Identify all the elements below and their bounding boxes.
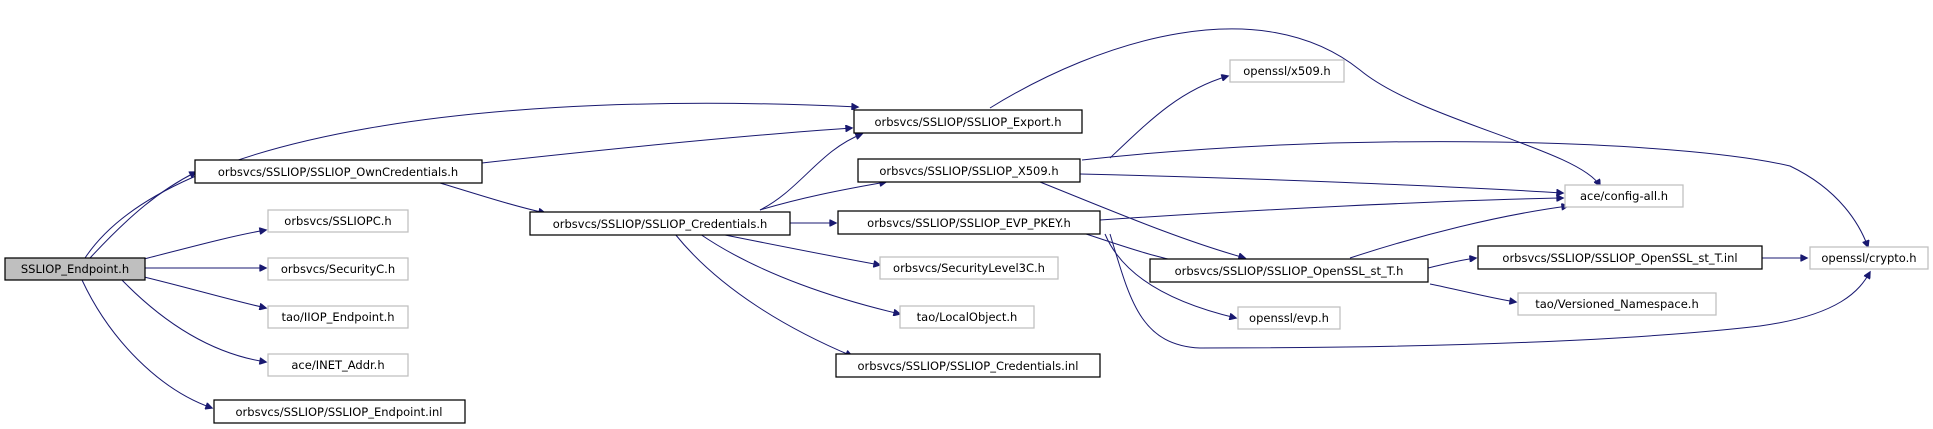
node-config-all-h[interactable]: ace/config-all.h [1564, 184, 1684, 208]
node-securitylevel3c-h[interactable]: orbsvcs/SecurityLevel3C.h [879, 256, 1059, 280]
node-ssliop-openssl-st-t-h[interactable]: orbsvcs/SSLIOP/SSLIOP_OpenSSL_st_T.h [1149, 258, 1429, 283]
edge [81, 279, 212, 408]
node-label: openssl/x509.h [1243, 64, 1330, 78]
node-label: orbsvcs/SecurityLevel3C.h [893, 261, 1045, 275]
edge [119, 277, 266, 362]
node-ssliop-owncredentials-h[interactable]: orbsvcs/SSLIOP/SSLIOP_OwnCredentials.h [194, 159, 483, 184]
edge [1109, 233, 1870, 349]
node-label: orbsvcs/SSLIOPC.h [284, 214, 391, 228]
edge [1349, 206, 1568, 259]
node-label: tao/IIOP_Endpoint.h [281, 310, 394, 324]
node-label: SSLIOP_Endpoint.h [21, 262, 129, 276]
edge [139, 230, 266, 261]
node-ssliop-evp-pkey-h[interactable]: orbsvcs/SSLIOP/SSLIOP_EVP_PKEY.h [837, 210, 1101, 235]
edge [719, 233, 880, 265]
edge [481, 128, 852, 164]
edge [674, 233, 852, 356]
node-openssl-x509-h[interactable]: openssl/x509.h [1229, 59, 1345, 83]
node-ssliop-endpoint-inl[interactable]: orbsvcs/SSLIOP/SSLIOP_Endpoint.inl [213, 399, 466, 424]
node-openssl-crypto-h[interactable]: openssl/crypto.h [1809, 246, 1929, 270]
node-label: orbsvcs/SecurityC.h [281, 262, 395, 276]
edge [989, 28, 1600, 186]
node-label: orbsvcs/SSLIOP/SSLIOP_Export.h [874, 115, 1061, 129]
node-label: orbsvcs/SSLIOP/SSLIOP_Endpoint.inl [236, 405, 443, 419]
node-label: orbsvcs/SSLIOP/SSLIOP_EVP_PKEY.h [867, 216, 1071, 230]
edge [1109, 76, 1228, 159]
edge [1039, 181, 1245, 258]
node-ssliop-export-h[interactable]: orbsvcs/SSLIOP/SSLIOP_Export.h [853, 109, 1083, 134]
node-label: ace/config-all.h [1580, 189, 1668, 203]
edge [1429, 283, 1516, 302]
node-label: orbsvcs/SSLIOP/SSLIOP_OpenSSL_st_T.h [1175, 264, 1404, 278]
node-securityc-h[interactable]: orbsvcs/SecurityC.h [267, 257, 409, 281]
edge [89, 172, 196, 259]
nodes-layer: SSLIOP_Endpoint.h orbsvcs/SSLIOP/SSLIOP_… [4, 59, 1929, 424]
node-label: orbsvcs/SSLIOP/SSLIOP_Credentials.h [553, 217, 768, 231]
edge [1427, 258, 1476, 269]
edge [1099, 198, 1563, 221]
node-label: tao/Versioned_Namespace.h [1535, 297, 1699, 311]
edge [1081, 141, 1868, 247]
node-openssl-evp-h[interactable]: openssl/evp.h [1237, 306, 1341, 330]
node-label: ace/INET_Addr.h [291, 358, 384, 372]
node-label: openssl/evp.h [1249, 311, 1329, 325]
node-ssliop-x509-h[interactable]: orbsvcs/SSLIOP/SSLIOP_X509.h [857, 158, 1081, 183]
edge [759, 182, 886, 211]
node-inet-addr-h[interactable]: ace/INET_Addr.h [267, 353, 409, 377]
node-localobject-h[interactable]: tao/LocalObject.h [899, 305, 1035, 329]
edges-layer [81, 28, 1870, 408]
node-label: openssl/crypto.h [1821, 251, 1916, 265]
node-label: orbsvcs/SSLIOP/SSLIOP_OwnCredentials.h [218, 165, 458, 179]
edge [1079, 173, 1563, 193]
node-ssliopc-h[interactable]: orbsvcs/SSLIOPC.h [267, 209, 409, 233]
node-label: tao/LocalObject.h [917, 310, 1018, 324]
edge [699, 233, 900, 314]
node-ssliop-credentials-h[interactable]: orbsvcs/SSLIOP/SSLIOP_Credentials.h [529, 211, 791, 236]
node-ssliop-credentials-inl[interactable]: orbsvcs/SSLIOP/SSLIOP_Credentials.inl [835, 353, 1101, 378]
node-iiop-endpoint-h[interactable]: tao/IIOP_Endpoint.h [267, 305, 409, 329]
edge [139, 275, 266, 308]
edge [439, 182, 545, 213]
edge [1104, 233, 1236, 318]
node-ssliop-openssl-st-t-inl[interactable]: orbsvcs/SSLIOP/SSLIOP_OpenSSL_st_T.inl [1477, 245, 1763, 270]
node-label: orbsvcs/SSLIOP/SSLIOP_OpenSSL_st_T.inl [1502, 251, 1737, 265]
node-versioned-namespace-h[interactable]: tao/Versioned_Namespace.h [1517, 292, 1717, 316]
edge [84, 102, 858, 259]
node-label: orbsvcs/SSLIOP/SSLIOP_X509.h [879, 164, 1058, 178]
node-label: orbsvcs/SSLIOP/SSLIOP_Credentials.inl [858, 359, 1079, 373]
edge [759, 134, 862, 211]
node-ssliop-endpoint-h[interactable]: SSLIOP_Endpoint.h [4, 257, 146, 281]
